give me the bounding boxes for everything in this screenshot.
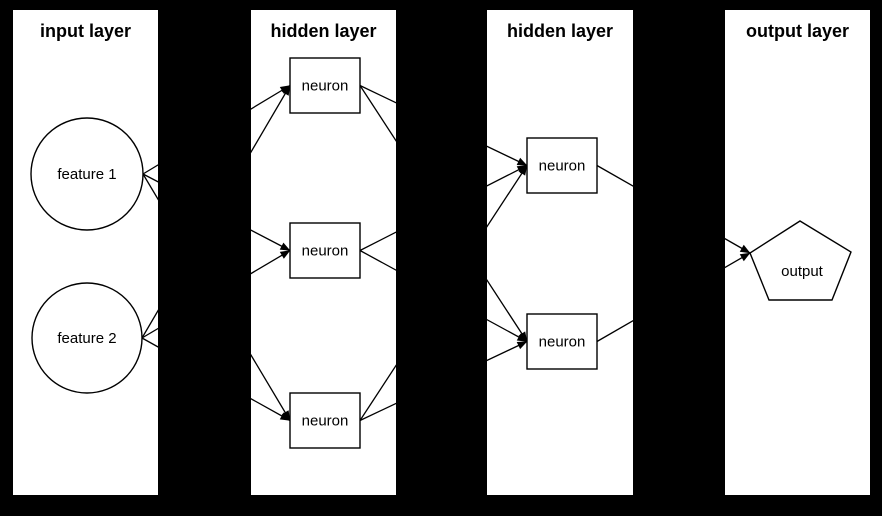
node-label-output: output (781, 263, 824, 280)
layer-title-hidden-layer-2: hidden layer (507, 21, 613, 41)
edge-neuron-1-1-to-neuron-2-1 (359, 84, 528, 167)
layer-title-hidden-layer-1: hidden layer (270, 21, 376, 41)
node-neuron-1-1 (289, 57, 361, 114)
node-label-neuron-2-2: neuron (539, 334, 586, 351)
edge-neuron-2-1-to-output (596, 164, 751, 254)
node-neuron-2-1 (526, 137, 598, 194)
edge-feature-1-to-neuron-1-2 (142, 173, 291, 252)
node-neuron-1-3 (289, 392, 361, 449)
layer-panel-hidden-layer-2 (487, 10, 633, 495)
edge-feature-1-to-neuron-1-1 (142, 84, 291, 175)
layer-title-input-layer: input layer (40, 21, 131, 41)
node-feature-2 (31, 282, 143, 394)
edge-feature-2-to-neuron-1-2 (141, 249, 291, 339)
edge-neuron-1-3-to-neuron-2-1 (359, 165, 528, 421)
node-label-neuron-2-1: neuron (539, 158, 586, 175)
edge-neuron-1-2-to-neuron-2-1 (359, 164, 528, 252)
edge-feature-1-to-neuron-1-3 (142, 173, 291, 421)
node-neuron-2-2 (526, 313, 598, 370)
edge-neuron-1-3-to-neuron-2-2 (359, 340, 528, 422)
node-neuron-1-2 (289, 222, 361, 279)
node-label-neuron-1-1: neuron (302, 78, 349, 95)
node-feature-1 (30, 117, 144, 231)
layer-title-output-layer: output layer (746, 21, 849, 41)
edge-feature-2-to-neuron-1-3 (141, 337, 291, 422)
edge-neuron-2-2-to-output (596, 252, 751, 343)
node-label-feature-2: feature 2 (57, 330, 116, 347)
node-label-neuron-1-2: neuron (302, 243, 349, 260)
edge-neuron-1-1-to-neuron-2-2 (359, 85, 528, 342)
node-label-neuron-1-3: neuron (302, 413, 349, 430)
edge-feature-2-to-neuron-1-1 (141, 85, 291, 339)
node-output (749, 220, 852, 301)
edge-neuron-1-2-to-neuron-2-2 (359, 249, 528, 343)
node-label-feature-1: feature 1 (57, 166, 116, 183)
layer-panel-input-layer (13, 10, 158, 495)
